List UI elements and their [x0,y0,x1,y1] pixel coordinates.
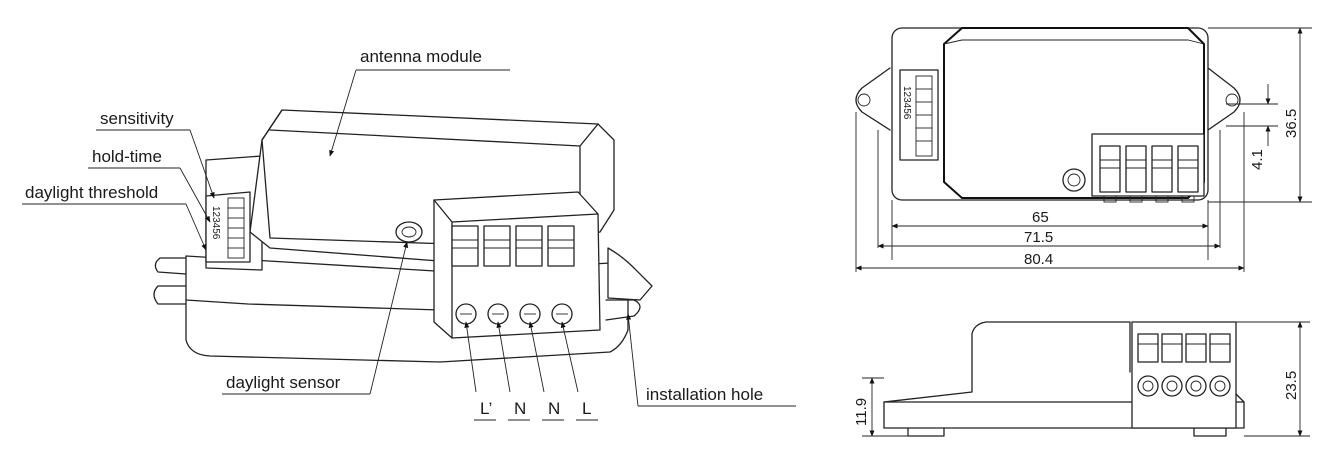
terminal-name: N [548,399,560,418]
top-terminal [1125,145,1147,203]
terminal-label-4: L [560,321,598,421]
terminal-name: L’ [480,399,492,418]
label-hold-time: hold-time [92,147,162,166]
side-terminal [1161,333,1183,397]
terminal-label-1: L’ [464,321,496,421]
top-terminal [1099,145,1121,203]
isometric-view: 123456 [153,109,653,363]
dip-numbers-top: 123456 [901,86,912,120]
side-terminal [1185,333,1207,397]
terminal-1 [451,225,479,325]
label-daylight-sensor: daylight sensor [226,373,341,392]
dip-numbers-iso: 123456 [210,206,221,240]
label-installation-hole: installation hole [646,385,763,404]
side-terminal [1137,333,1159,397]
label-daylight-threshold: daylight threshold [25,183,158,202]
daylight-sensor-lens [395,221,423,243]
dim-width-mid: 71.5 [1024,229,1053,246]
terminal-name: L [582,399,591,418]
dim-side-base: 11.9 [853,398,870,426]
side-terminal [1209,333,1231,397]
terminal-label-3: N [528,321,564,421]
terminal-2 [483,225,511,325]
top-terminal [1177,145,1199,203]
callouts: antenna module sensitivity hold-time day… [22,47,796,421]
dip-switch-block: 123456 [205,191,251,263]
terminal-block [433,191,601,339]
terminal-3 [515,225,543,325]
dim-offset-small: 4.1 [1249,149,1266,170]
dim-width-total: 80.4 [1024,251,1053,268]
dim-width-inner: 65 [1032,209,1049,226]
terminal-label-2: N [496,321,530,421]
dim-side-height: 23.5 [1283,371,1300,400]
top-terminal [1151,145,1173,203]
label-antenna-module: antenna module [360,47,482,66]
terminal-name: N [514,399,526,418]
top-view: 123456 65 71.5 80.4 36.5 4.1 [855,27,1312,272]
label-sensitivity: sensitivity [100,109,174,128]
side-view: 23.5 11.9 [853,321,1310,437]
terminal-4 [547,225,575,325]
dim-height-top: 36.5 [1283,109,1300,138]
